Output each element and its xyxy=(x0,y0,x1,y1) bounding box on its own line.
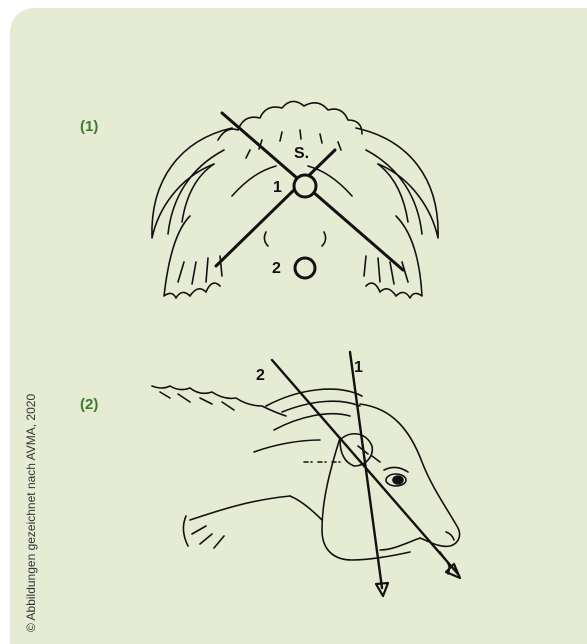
arrow-2-label: 2 xyxy=(256,367,265,384)
arrow-1-label: 1 xyxy=(354,359,363,376)
